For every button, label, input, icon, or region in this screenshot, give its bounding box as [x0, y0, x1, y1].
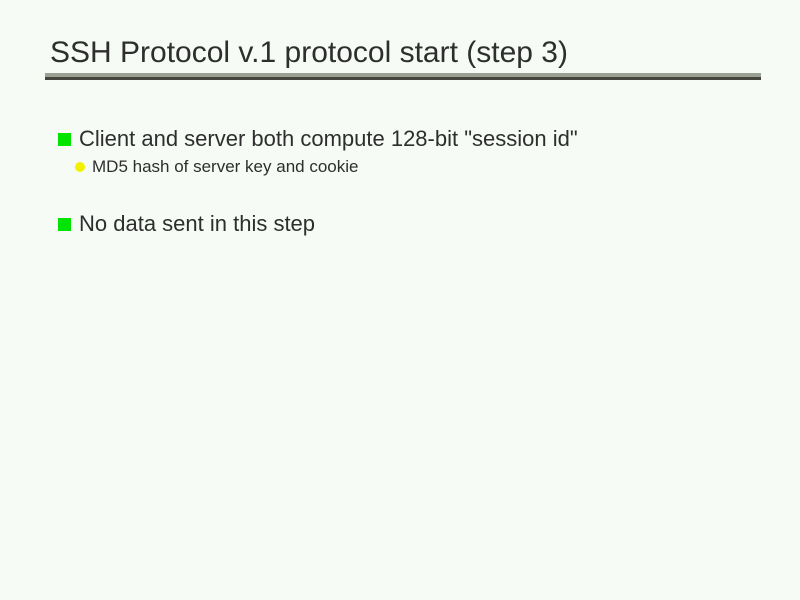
- green-square-bullet-icon: [58, 132, 71, 146]
- bullet-item: Client and server both compute 128-bit "…: [58, 126, 578, 152]
- title-underline-dark: [45, 77, 761, 80]
- sub-bullet-text: MD5 hash of server key and cookie: [92, 157, 359, 176]
- slide-title: SSH Protocol v.1 protocol start (step 3): [50, 36, 568, 69]
- green-square-bullet-icon: [58, 217, 71, 231]
- title-underline-light: [45, 73, 761, 77]
- sub-bullet-item: MD5 hash of server key and cookie: [75, 157, 358, 177]
- bullet-item: No data sent in this step: [58, 211, 315, 237]
- bullet-text: No data sent in this step: [79, 211, 316, 236]
- title-underline: [45, 73, 761, 80]
- yellow-circle-bullet-icon: [75, 162, 85, 172]
- bullet-text: Client and server both compute 128-bit "…: [79, 126, 578, 151]
